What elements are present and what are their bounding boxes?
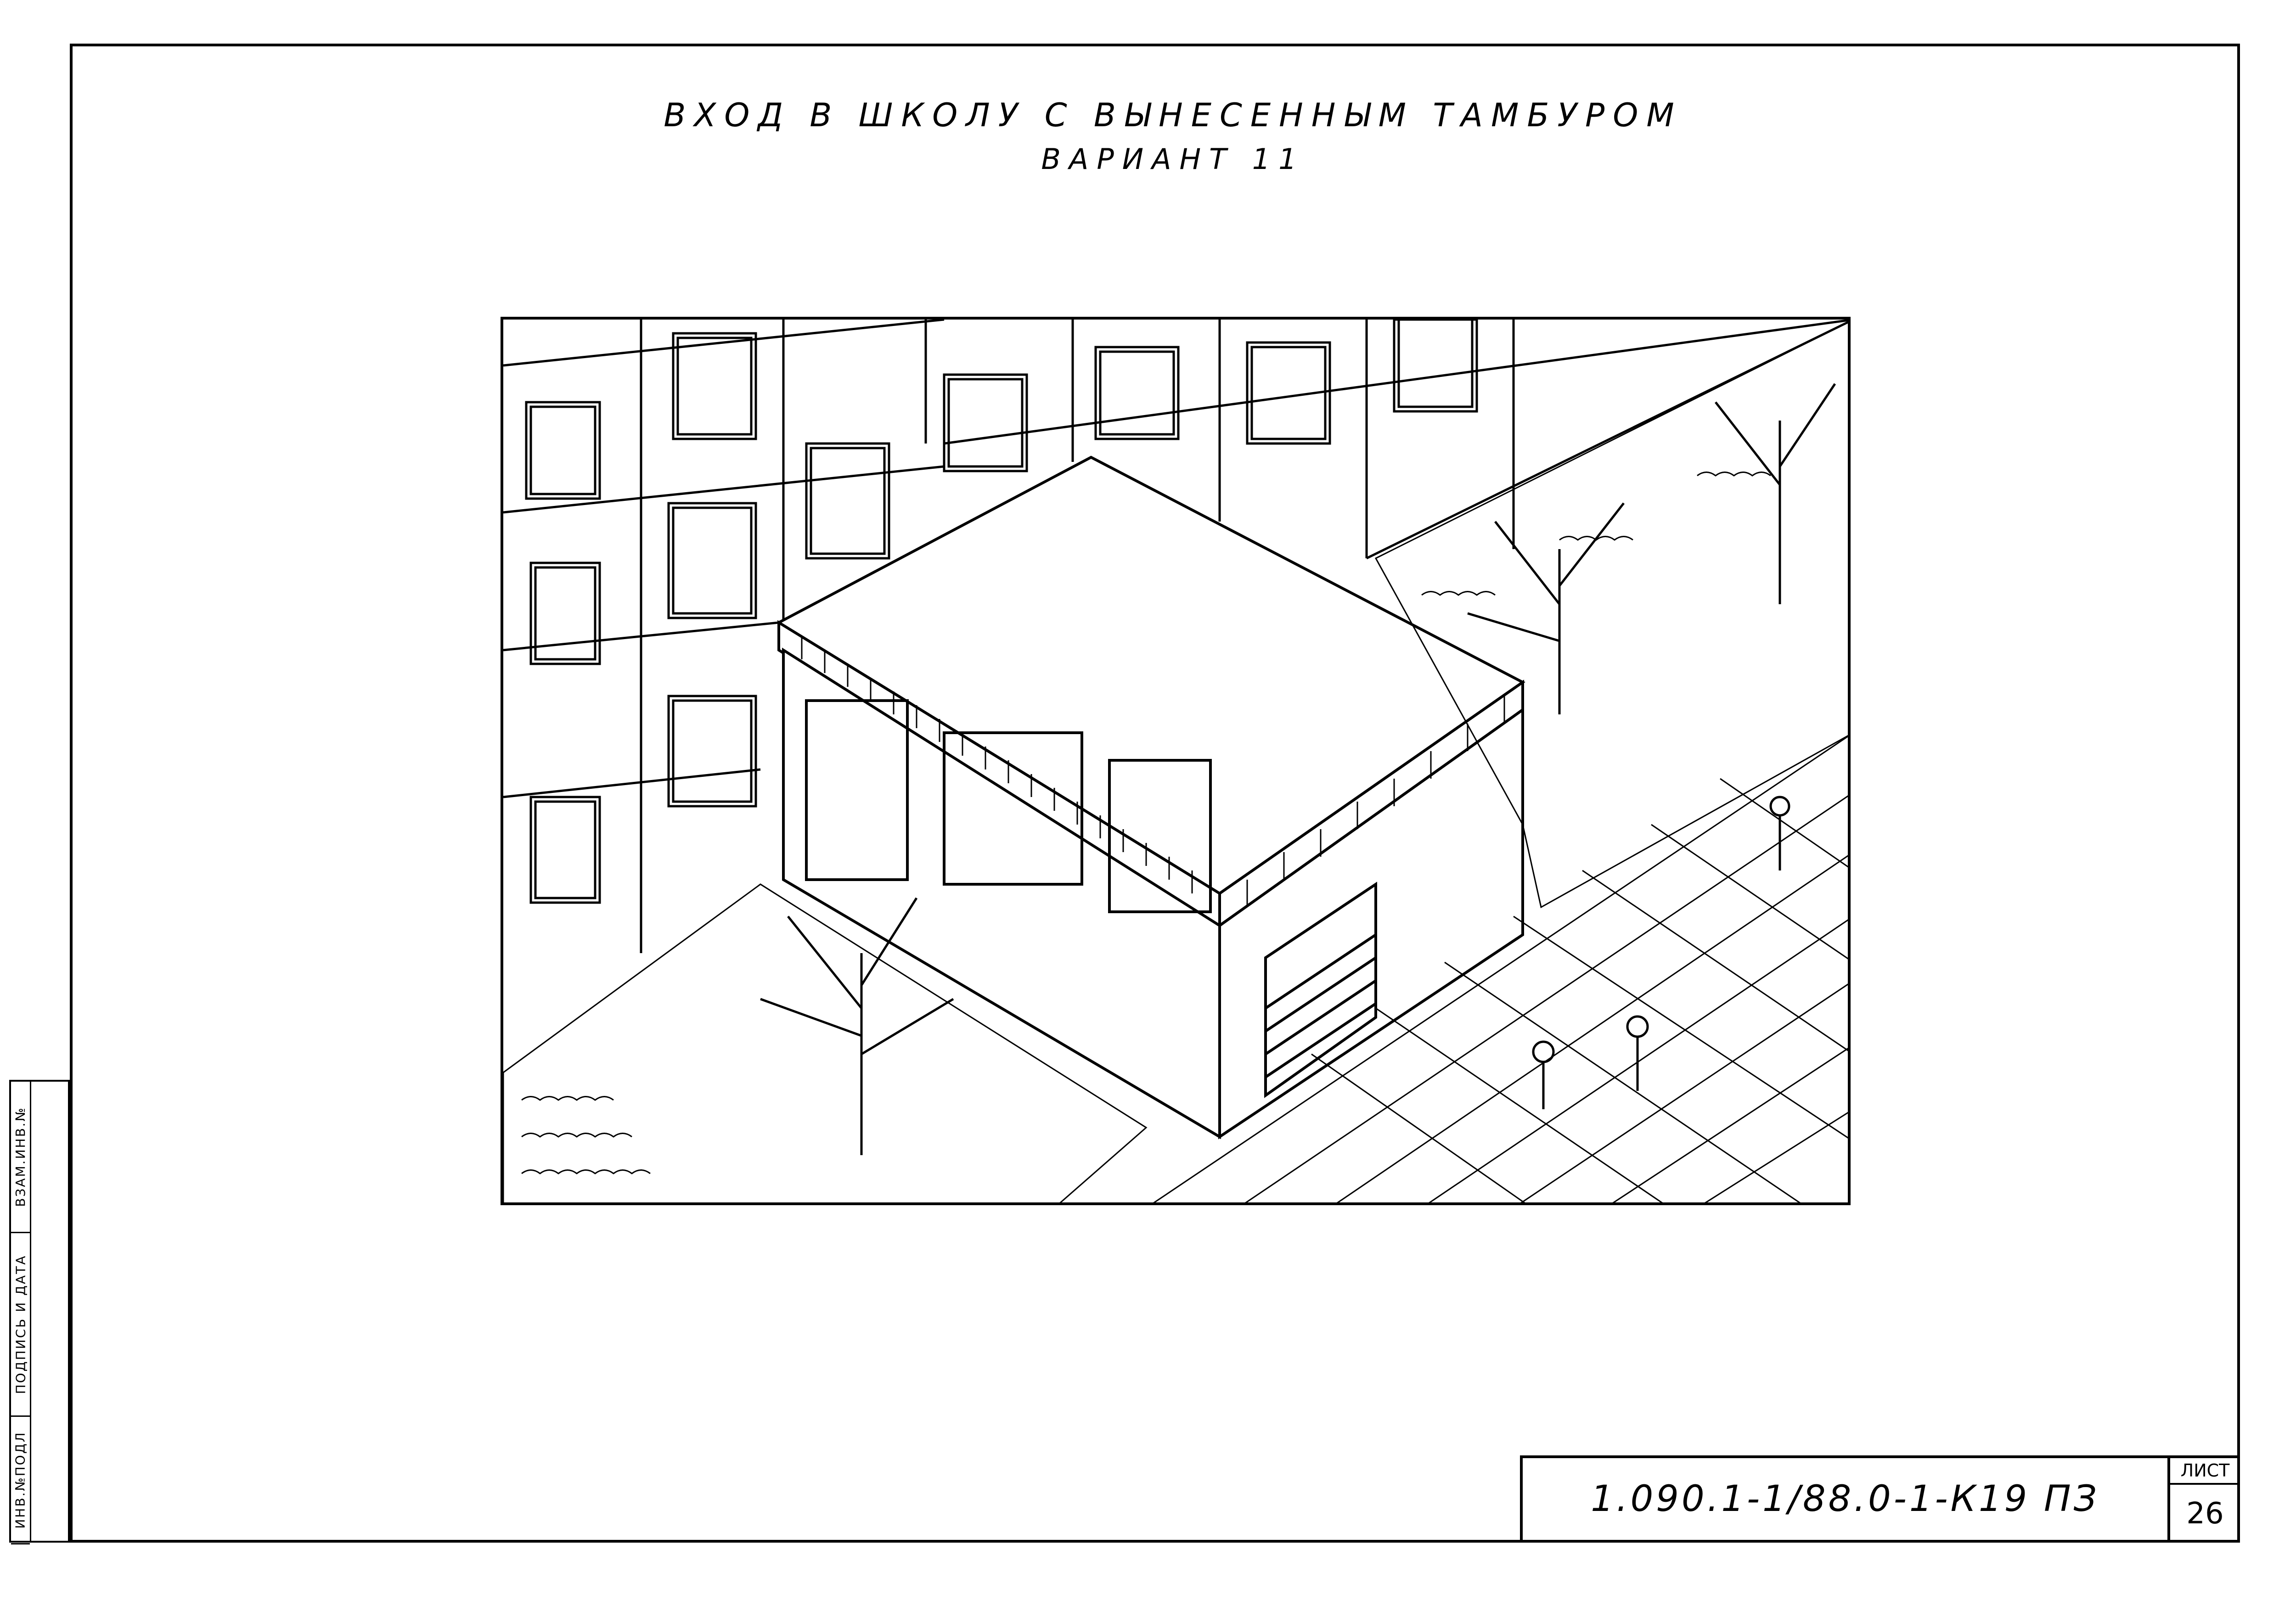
sheet-cell: ЛИСТ 26 [2170, 1458, 2240, 1540]
lawn-left [503, 883, 1148, 1202]
vestibule-structure [776, 455, 1525, 1140]
sheet-number: 26 [2186, 1497, 2224, 1531]
stamp-cell-inventory-no: ВЗАМ.ИНВ.№ [11, 1082, 30, 1233]
isometric-entrance-illustration [501, 317, 1851, 1205]
tree-right-1 [1467, 502, 1625, 714]
approval-stamp-strip: ВЗАМ.ИНВ.№ ПОДПИСЬ И ДАТА ИНВ.№ПОДЛ [9, 1080, 70, 1544]
paving-grid [1153, 736, 1848, 1202]
entrance-drawing-svg [503, 320, 1848, 1202]
facade-windows [525, 320, 1478, 904]
stamp-cell-signature-date: ПОДПИСЬ И ДАТА [11, 1233, 30, 1417]
tree-right-2 [1715, 383, 1836, 604]
tree-left [760, 897, 954, 1155]
pedestrian-figures [1532, 796, 1790, 1109]
title-block: 1.090.1-1/88.0-1-К19 ПЗ ЛИСТ 26 [1520, 1455, 2240, 1543]
sheet-label: ЛИСТ [2170, 1458, 2240, 1485]
fascia-hatching [801, 636, 1505, 907]
drawing-title: ВХОД В ШКОЛУ С ВЫНЕСЕННЫМ ТАМБУРОМ [664, 96, 1683, 134]
drawing-subtitle-variant: ВАРИАНТ 11 [1041, 142, 1305, 176]
drawing-frame [70, 44, 2240, 1543]
document-designation: 1.090.1-1/88.0-1-К19 ПЗ [1523, 1458, 2170, 1540]
stamp-cell-original-inventory: ИНВ.№ПОДЛ [11, 1417, 30, 1544]
